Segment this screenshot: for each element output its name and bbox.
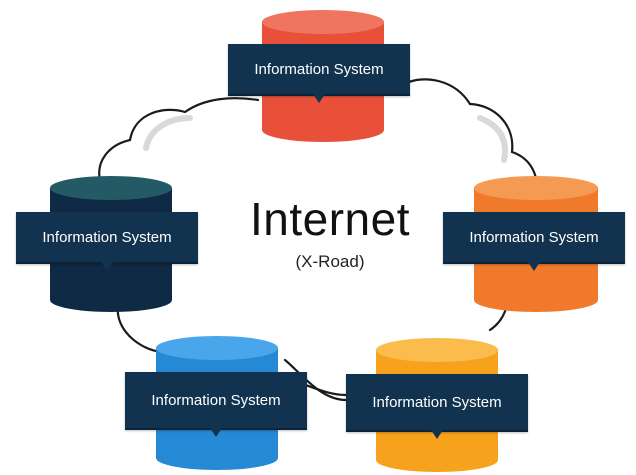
internet-title: Internet	[250, 193, 410, 245]
information-system-label-bottom-right: Information System	[346, 374, 528, 439]
x-road-subtitle: (X-Road)	[295, 252, 365, 271]
information-system-label-right: Information System	[443, 212, 625, 271]
information-system-label-top: Information System	[228, 44, 410, 103]
internet-cloud-inner-shadow	[143, 115, 508, 163]
information-system-label-left: Information System	[16, 212, 198, 271]
information-system-label-bottom-left: Information System	[125, 372, 307, 437]
